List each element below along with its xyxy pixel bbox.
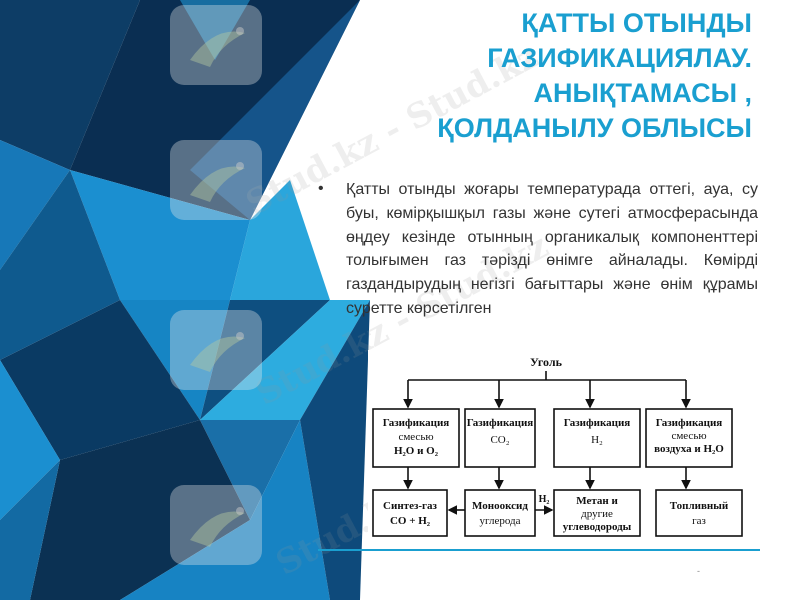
body-paragraph: Қатты отынды жоғары температурада оттегі… xyxy=(346,181,758,317)
diagram-label: Синтез-газ xyxy=(383,500,437,512)
title-line: ҚАТТЫ ОТЫНДЫ xyxy=(521,8,752,38)
diagram-label: смесью xyxy=(398,431,433,443)
diagram-label: H₂ xyxy=(591,434,603,446)
diagram-label: воздуха и H₂O xyxy=(654,443,724,455)
diagram-label: Монооксид xyxy=(472,500,528,512)
diagram-box xyxy=(655,489,743,537)
diagram-box xyxy=(553,408,641,468)
diagram-box xyxy=(372,408,460,468)
diagram-box xyxy=(464,489,536,537)
diagram-label: углеводороды xyxy=(563,521,632,533)
diagram-label: CO + H₂ xyxy=(390,515,431,527)
diagram-label: Газификация xyxy=(383,417,450,429)
bullet-icon: • xyxy=(318,180,324,197)
diagram-label: Метан и xyxy=(576,495,618,507)
coal-gasification-diagram: Уголь Газификация смесью H₂O и O₂ Газифи… xyxy=(368,350,770,542)
title-line: ГАЗИФИКАЦИЯЛАУ. xyxy=(487,43,752,73)
title-line: ҚОЛДАНЫЛУ ОБЛЫСЫ xyxy=(437,113,752,143)
diagram-box xyxy=(553,489,641,537)
diagram-box xyxy=(464,408,536,468)
diagram-label: другие xyxy=(581,508,613,520)
diagram-label: углерода xyxy=(480,515,521,527)
title-line: АНЫҚТАМАСЫ , xyxy=(533,78,752,108)
diagram-box xyxy=(372,489,448,537)
diagram-label: Газификация xyxy=(564,417,631,429)
diagram-label: Топливный xyxy=(670,500,729,512)
body-text-block: • Қатты отынды жоғары температурада отте… xyxy=(318,178,758,321)
diagram-label: CO₂ xyxy=(490,434,509,446)
diagram-label: газ xyxy=(692,515,706,527)
arrow-label: H₂ xyxy=(539,494,550,505)
diagram-root-label: Уголь xyxy=(530,355,563,369)
diagram-box xyxy=(645,408,733,468)
diagram-label: Газификация xyxy=(656,417,723,429)
page-number: - xyxy=(697,566,700,576)
bottom-divider xyxy=(318,549,760,551)
diagram-label: смесью xyxy=(671,430,706,442)
slide-title: ҚАТТЫ ОТЫНДЫ ГАЗИФИКАЦИЯЛАУ. АНЫҚТАМАСЫ … xyxy=(332,6,752,146)
diagram-label: H₂O и O₂ xyxy=(394,445,439,457)
diagram-label: Газификация xyxy=(467,417,534,429)
